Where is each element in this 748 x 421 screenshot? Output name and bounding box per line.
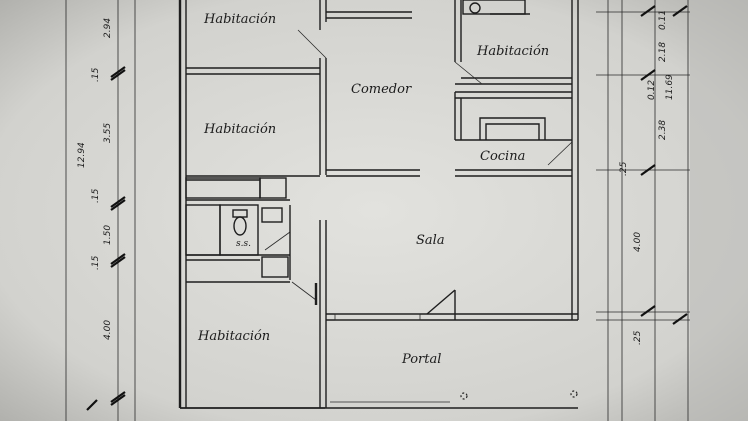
room-label-cocina: Cocina — [480, 149, 525, 164]
right-dimension-lines — [596, 0, 690, 421]
dimension-label: 4.00 — [633, 232, 643, 252]
dimension-label: 4.00 — [103, 320, 113, 340]
dimension-label-total: 11.69 — [665, 74, 675, 100]
room-label-habitacion: Habitación — [203, 122, 276, 137]
dimension-label: 3.55 — [103, 123, 113, 143]
room-label-sala: Sala — [416, 233, 445, 248]
room-label-portal: Portal — [401, 352, 441, 367]
dimension-label: .15 — [91, 67, 101, 82]
dimension-label: 1.50 — [103, 225, 113, 245]
room-label-ss: s.s. — [236, 239, 251, 249]
post-marker — [570, 390, 578, 398]
right-dimension-labels: 0.11 2.18 0.12 2.38 .25 4.00 .25 11.69 — [619, 10, 675, 345]
dimension-label: 0.11 — [658, 10, 668, 30]
dimension-label: 2.18 — [658, 42, 668, 62]
room-label-habitacion: Habitación — [197, 329, 270, 344]
paper-edge-shadow — [690, 0, 748, 421]
room-label-habitacion: Habitación — [476, 44, 549, 59]
dimension-label-total: 12.94 — [77, 142, 87, 168]
room-label-habitacion: Habitación — [203, 12, 276, 27]
dimension-label: .25 — [619, 161, 629, 176]
left-dimension-labels: 2.94 .15 3.55 .15 1.50 .15 4.00 12.94 — [77, 18, 113, 340]
dimension-label: .15 — [91, 188, 101, 203]
post-marker — [460, 392, 468, 400]
dimension-label: 0.12 — [647, 80, 657, 100]
room-label-comedor: Comedor — [351, 82, 412, 97]
dimension-label: .15 — [91, 255, 101, 270]
left-dimension-lines — [65, 0, 136, 421]
dimension-label: 2.38 — [658, 120, 668, 140]
walls — [178, 0, 579, 409]
dimension-label: .25 — [633, 330, 643, 345]
dimension-label: 2.94 — [103, 18, 113, 38]
